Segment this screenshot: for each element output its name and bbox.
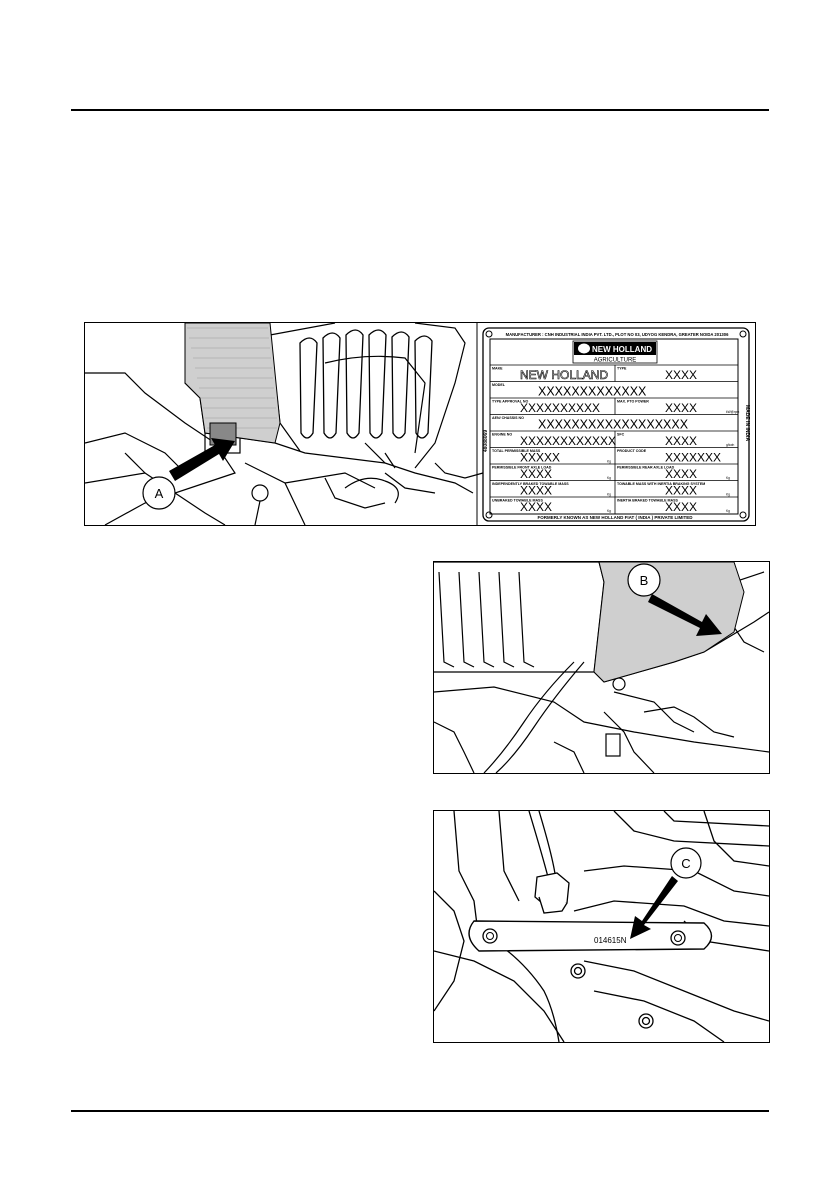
plate-row-value: XXXX	[665, 484, 697, 498]
plate-row-value: XXXXXXXXXXXX	[520, 434, 616, 448]
plate-row-value: XXXX	[665, 401, 697, 415]
plate-row-unit: Kg	[607, 476, 611, 480]
plate-row-value: XXXX	[520, 500, 552, 514]
plate-row-value: NEW HOLLAND	[520, 368, 608, 382]
plate-row-value: XXXX	[520, 484, 552, 498]
plate-row-value: XXXX	[665, 368, 697, 382]
plate-row-value: XXXXX	[520, 451, 560, 465]
plate-row-unit: Kg	[607, 509, 611, 513]
hood-mesh	[593, 562, 745, 683]
plate-row-label: INERTIA BRAKED TOWABLE MASS	[617, 499, 678, 503]
plate-row-unit: Kg	[607, 493, 611, 497]
plate-row-label: MAX. PTO POWER	[617, 400, 649, 404]
plate-row-label: TYPE	[617, 367, 627, 371]
arrow-c-icon	[630, 876, 678, 939]
plate-row-value: XXXXXXX	[665, 451, 721, 465]
plate-row-label: PERMISSIBLE FRONT AXLE LOAD	[492, 466, 552, 470]
plate-row-value: XXXXXXXXXXXXX	[538, 385, 647, 399]
engine-block-drawing	[434, 811, 769, 1042]
new-holland-logo: NEW HOLLAND AGRICULTURE	[572, 340, 658, 364]
plate-row-label: UNBRAKED TOWABLE MASS	[492, 499, 543, 503]
id-plate-drawing: MANUFACTURER : CNH INDUSTRIAL INDIA PVT.…	[482, 327, 750, 522]
svg-text:C: C	[681, 856, 690, 871]
plate-row-label: ENGINE NO	[492, 433, 512, 437]
serial-number-label: 014615N	[594, 936, 627, 945]
plate-row-unit: kW@rpm	[726, 410, 740, 414]
plate-row-value: XXXX	[520, 467, 552, 481]
svg-text:A: A	[155, 486, 164, 501]
plate-row-label: AEN/ CHASSIS NO	[492, 416, 524, 420]
footer-rule	[71, 1110, 769, 1112]
plate-row-unit: Kg	[726, 509, 730, 513]
plate-row-label: INDEPENDENTLY BRAKED TOWABLE MASS	[492, 482, 569, 486]
arrow-a-icon	[169, 438, 235, 481]
plate-row-unit: g/kwh	[726, 443, 735, 447]
plate-row-label: MODEL	[492, 383, 506, 387]
arrow-b-icon	[648, 594, 722, 636]
plate-manufacturer: MANUFACTURER : CNH INDUSTRIAL INDIA PVT.…	[506, 332, 729, 337]
plate-row-value: XXXX	[665, 467, 697, 481]
figure-b: B	[433, 561, 770, 774]
callout-a: A	[142, 476, 176, 510]
plate-side-code: 48088069	[483, 430, 489, 452]
plate-row-value: XXXX	[665, 434, 697, 448]
figure-c: 014615N C	[433, 810, 770, 1043]
plate-row-unit: Kg	[726, 493, 730, 497]
plate-row-value: XXXX	[665, 500, 697, 514]
serial-plate: 014615N	[468, 920, 713, 952]
tractor-grille	[184, 323, 281, 444]
plate-row-unit: Kg	[607, 460, 611, 464]
callout-c: C	[670, 847, 702, 879]
plate-footer: FORMERLY KNOWN AS NEW HOLLAND FIAT ( IND…	[538, 515, 694, 520]
callout-b: B	[627, 563, 661, 597]
plate-row-label: SFC	[617, 433, 625, 437]
plate-row-value: XXXXXXXXXX	[520, 401, 600, 415]
plate-row-label: PRODUCT CODE	[617, 449, 647, 453]
plate-row-label: TOWABLE MASS WITH INERTIA BRAKING SYSTEM	[617, 482, 705, 486]
plate-row-unit: Kg	[726, 476, 730, 480]
svg-text:AGRICULTURE: AGRICULTURE	[594, 358, 637, 364]
figure-identification-plate: A MANUFACTURER : CNH INDUSTRIAL INDIA PV…	[84, 322, 756, 526]
plate-row-label: TOTAL PERMISSIBLE MASS	[492, 449, 541, 453]
header-rule	[71, 109, 769, 111]
plate-row-label: MAKE	[492, 367, 503, 371]
plate-row-value: XXXXXXXXXXXXXXXXXX	[538, 418, 689, 432]
nut-fitting	[534, 872, 570, 914]
svg-text:B: B	[640, 573, 649, 588]
svg-text:NEW HOLLAND: NEW HOLLAND	[592, 345, 652, 354]
plate-row-label: PERMISSIBLE REAR AXLE LOAD	[617, 466, 675, 470]
plate-row-label: TYPE APPROVAL NO	[492, 400, 528, 404]
hood-louvers	[299, 329, 433, 439]
bolts	[570, 963, 654, 1029]
plate-made-in: MADE IN INDIA	[744, 405, 750, 442]
